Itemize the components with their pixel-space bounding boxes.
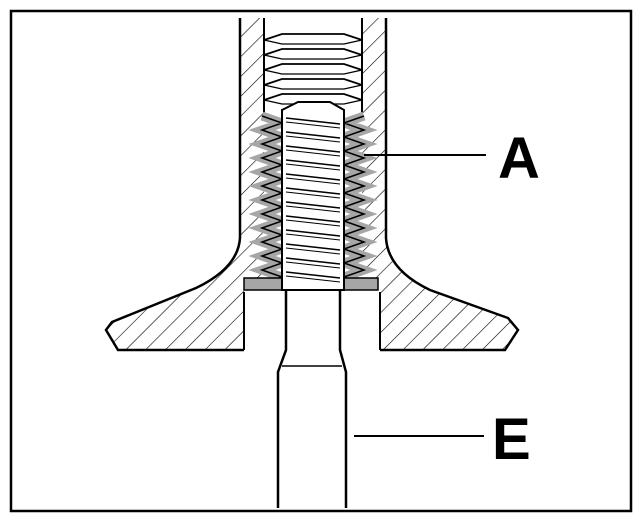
bolt-thread-line [285,229,341,237]
bolt-thread-line [285,149,341,157]
sealant-left-edge [259,115,285,285]
thread-crest [263,48,363,56]
bolt-tip [281,101,345,291]
bolt-thread-line [285,121,341,129]
bolt-thread-line [285,257,341,265]
thread-root [263,39,363,45]
sealant-right-edge [341,115,367,285]
bolt-thread-line [285,219,341,227]
callout-label-e: E [492,407,531,472]
internal-threads [263,33,363,105]
bolt-thread-line [285,275,341,283]
bolt-thread-line [285,205,341,213]
thread-crest [263,63,363,71]
callout-label-a: A [498,126,540,191]
bolt [281,101,345,291]
bolt-thread-line [285,117,341,125]
thread-root [263,84,363,90]
bolt-thread-line [285,145,341,153]
bolt-thread-line [285,135,341,143]
bolt-thread-line [285,191,341,199]
bolt-thread-line [285,177,341,185]
thread-crest [263,93,363,101]
bolt-thread-line [285,131,341,139]
bolt-thread-line [285,201,341,209]
thread-crest [263,78,363,86]
bolt-thread-line [285,163,341,171]
bolt-thread-line [285,261,341,269]
bolt-thread-line [285,247,341,255]
bolt-thread-line [285,187,341,195]
bolt-shank [276,290,348,508]
bolt-thread-line [285,243,341,251]
thread-crest [263,33,363,41]
bolt-thread-line [285,173,341,181]
bolt-thread-line [285,159,341,167]
bolt-thread-line [285,215,341,223]
bolt-thread-line [285,233,341,241]
thread-root [263,54,363,60]
thread-root [263,69,363,75]
bolt-thread-line [285,271,341,279]
